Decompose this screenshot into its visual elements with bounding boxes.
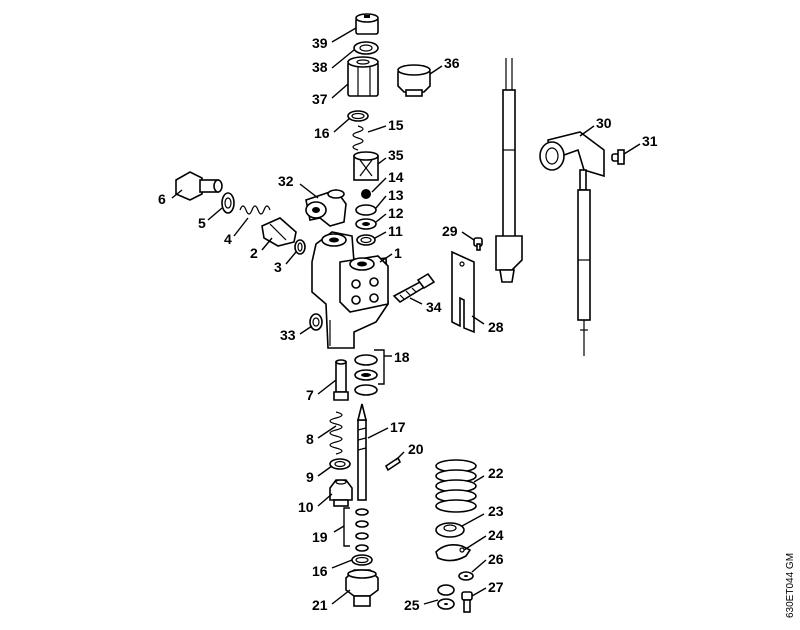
label-13: 13 — [388, 187, 404, 203]
part-38-washer — [353, 41, 379, 55]
label-24: 24 — [488, 527, 504, 543]
part-33-o-ring — [309, 313, 323, 331]
part-32-elbow-fitting — [305, 189, 347, 227]
part-37-hex-fitting — [347, 56, 379, 97]
label-12: 12 — [388, 205, 404, 221]
label-19: 19 — [312, 529, 328, 545]
part-27-screw — [461, 591, 473, 613]
part-10-fitting — [329, 479, 353, 507]
label-20: 20 — [408, 441, 424, 457]
label-23: 23 — [488, 503, 504, 519]
rod-assembly — [495, 58, 523, 283]
part-24-lever-plate — [435, 544, 472, 562]
part-1-pump-housing — [311, 231, 389, 349]
label-32: 32 — [278, 173, 294, 189]
part-17-rod — [356, 403, 368, 501]
label-2: 2 — [250, 245, 258, 261]
label-18: 18 — [394, 349, 410, 365]
part-12-seat — [355, 218, 377, 230]
part-23-spring-cap — [435, 522, 465, 538]
part-2-nozzle — [261, 217, 297, 247]
part-31-screw — [611, 149, 625, 165]
label-25: 25 — [404, 597, 420, 613]
label-33: 33 — [280, 327, 296, 343]
label-39: 39 — [312, 35, 328, 51]
label-11: 11 — [388, 223, 403, 239]
label-5: 5 — [198, 215, 206, 231]
label-1: 1 — [394, 245, 402, 261]
label-28: 28 — [488, 319, 504, 335]
part-16-o-ring-lower — [351, 554, 373, 566]
part-28-plate — [451, 250, 475, 334]
part-36-cap — [397, 64, 431, 97]
label-15: 15 — [388, 117, 404, 133]
part-39-screw-plug — [355, 13, 379, 35]
label-34: 34 — [426, 299, 442, 315]
label-27: 27 — [488, 579, 504, 595]
part-3-o-ring — [294, 239, 306, 255]
label-14: 14 — [388, 169, 404, 185]
label-26: 26 — [488, 551, 504, 567]
rod-right — [577, 189, 591, 356]
part-6-bolt — [175, 171, 223, 201]
part-20-pin — [384, 456, 402, 472]
label-22: 22 — [488, 465, 504, 481]
label-6: 6 — [158, 191, 166, 207]
label-21: 21 — [312, 597, 328, 613]
part-25-nut — [437, 584, 455, 610]
label-30: 30 — [596, 115, 612, 131]
part-29-screw — [473, 237, 483, 251]
part-21-fitting — [345, 569, 379, 607]
part-15-spring — [352, 125, 364, 151]
part-8-spring — [329, 411, 343, 455]
part-labels: 39 38 37 36 16 15 35 14 13 12 11 1 32 6 … — [158, 35, 658, 613]
part-26-nut — [458, 571, 474, 581]
label-38: 38 — [312, 59, 328, 75]
label-35: 35 — [388, 147, 404, 163]
part-5-washer — [221, 192, 235, 214]
part-19-rings — [355, 508, 369, 552]
label-3: 3 — [274, 259, 282, 275]
part-9-washer — [329, 458, 351, 470]
part-11-o-ring — [356, 234, 376, 246]
label-8: 8 — [306, 431, 314, 447]
part-18-washers — [354, 354, 378, 396]
drawing-code: 630ET044 GM — [785, 553, 796, 618]
label-7: 7 — [306, 387, 314, 403]
label-16-upper: 16 — [314, 125, 330, 141]
part-7-valve — [333, 359, 349, 401]
part-34-screw — [392, 272, 436, 304]
part-22-spring — [435, 459, 477, 513]
label-10: 10 — [298, 499, 314, 515]
label-17: 17 — [390, 419, 406, 435]
part-30-bracket — [539, 131, 605, 191]
label-31: 31 — [642, 133, 658, 149]
label-29: 29 — [442, 223, 458, 239]
leader-lines — [171, 27, 641, 605]
label-37: 37 — [312, 91, 328, 107]
label-36: 36 — [444, 55, 460, 71]
label-9: 9 — [306, 469, 314, 485]
part-35-valve-cage — [353, 151, 379, 181]
part-13-valve-disc — [355, 204, 377, 216]
label-4: 4 — [224, 231, 232, 247]
part-14-ball — [361, 189, 371, 199]
part-16-o-ring-upper — [347, 110, 369, 122]
label-16-lower: 16 — [312, 563, 328, 579]
part-4-spring — [239, 205, 271, 215]
